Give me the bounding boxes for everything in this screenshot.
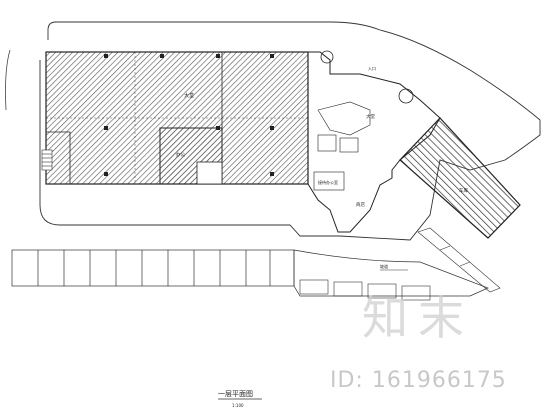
label-garage-room: 车库 xyxy=(459,187,468,194)
hatched-wing xyxy=(399,117,521,239)
left-stair xyxy=(41,149,53,171)
label-small-room: 办公 xyxy=(176,151,185,158)
ramp xyxy=(417,227,501,293)
label-office: 接待办公室 xyxy=(318,179,338,185)
site-boundary xyxy=(39,21,541,241)
watermark-id: ID: 161966175 xyxy=(330,368,507,393)
lower-boundary xyxy=(293,249,489,297)
watermark-logo: 知末 xyxy=(362,291,474,345)
drawing-scale: 1:100 xyxy=(232,403,244,408)
parking-strip xyxy=(11,249,295,287)
label-main-hall: 大堂 xyxy=(184,92,194,99)
main-hall-block xyxy=(45,51,309,185)
lobby-building xyxy=(307,50,441,233)
label-shop: 商店 xyxy=(356,201,365,208)
label-entry: 入口 xyxy=(368,66,376,71)
lower-spaces xyxy=(299,279,431,301)
label-ramp-note: 坡道 xyxy=(380,263,388,269)
road-curb-left xyxy=(5,49,11,111)
label-lobby: 大堂 xyxy=(366,113,375,120)
drawing-title: 一层平面图 xyxy=(218,390,253,398)
